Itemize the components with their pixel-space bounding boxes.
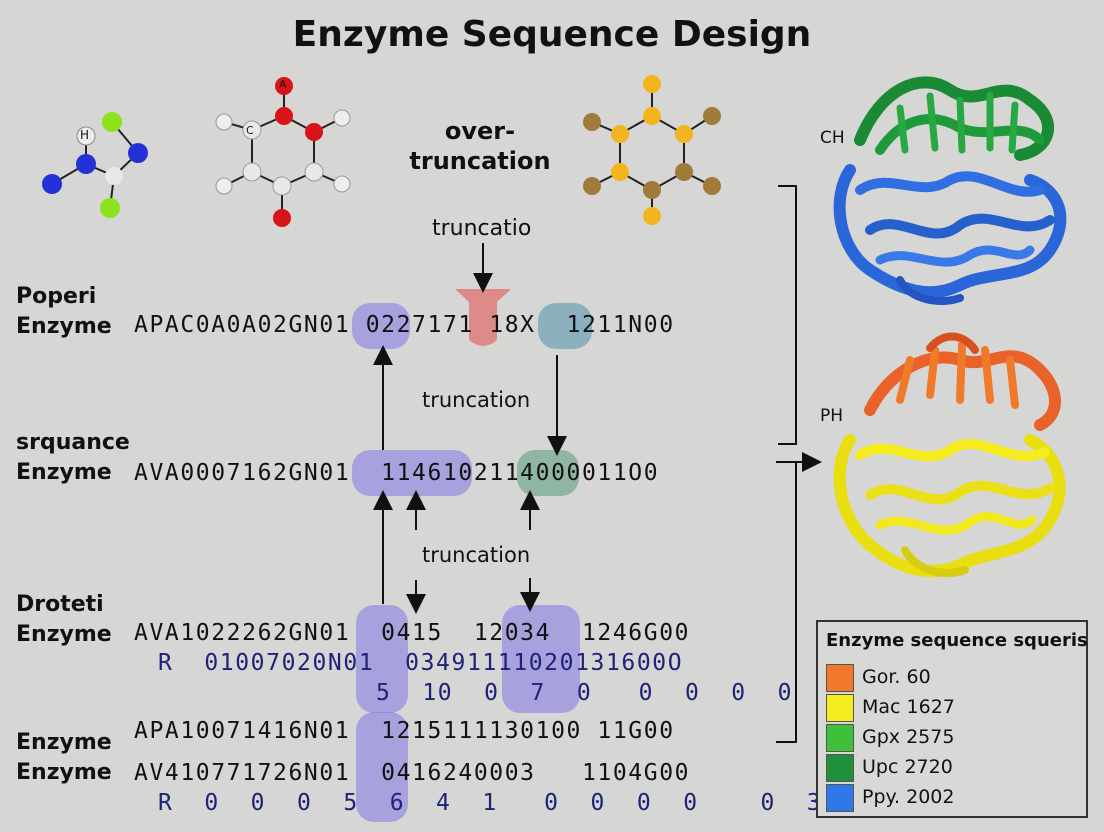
arrow-icon [373, 243, 822, 614]
structure-label-top: CH [820, 128, 845, 148]
protein-structure-icon [833, 76, 1067, 305]
highlight-band [502, 605, 580, 713]
atom-label: A [279, 78, 287, 91]
legend-title: Enzyme sequence squeris [826, 630, 1088, 651]
atom-label: H [80, 128, 90, 142]
row3-sequence: AVA1022262GN01 0415 12034 1246G00 [134, 620, 691, 646]
row2-sequence: AVA0007162GN01 1146102114000011O0 [134, 460, 660, 486]
legend-label: Gor. 60 [862, 666, 931, 688]
row3-subsequence: 5 10 0 7 0 0 0 0 0 [376, 680, 794, 706]
highlight-band [352, 450, 472, 496]
row2-label-line2: Enzyme [16, 460, 112, 485]
row4-label-line1: Enzyme [16, 730, 112, 755]
row4-label-line2: Enzyme [16, 760, 112, 785]
highlight-band [356, 712, 408, 822]
legend-label: Ppy. 2002 [862, 786, 955, 808]
molecule-icon [42, 112, 148, 218]
structure-label-bottom: PH [820, 406, 844, 426]
legend-label: Upc 2720 [862, 756, 953, 778]
row4-sequence: AV410771726N01 0416240003 1104G00 [134, 760, 691, 786]
mid-label-truncation: truncation [422, 388, 531, 412]
highlight-band [356, 605, 408, 713]
row1-label-line2: Enzyme [16, 314, 112, 339]
legend: Enzyme sequence squeris Gor. 60 Mac 1627… [816, 620, 1088, 818]
atom-label: C [246, 124, 254, 137]
page-title: Enzyme Sequence Design [292, 14, 812, 55]
row3-label-line2: Enzyme [16, 622, 112, 647]
protein-structure-icon [833, 332, 1066, 578]
molecule-center-label-line1: over- [444, 117, 516, 145]
legend-swatch [826, 664, 854, 692]
legend-swatch [826, 694, 854, 722]
highlight-band [352, 303, 410, 349]
highlight-band [538, 303, 592, 349]
legend-label: Gpx 2575 [862, 726, 955, 748]
highlight-band [517, 450, 579, 496]
legend-swatch [826, 724, 854, 752]
bracket-icon [776, 185, 797, 743]
truncation-marker-icon [455, 289, 511, 346]
row1-label-line1: Poperi [16, 284, 97, 309]
row4-sequence: APA10071416N01 1215111130100 11G00 [134, 718, 675, 744]
molecule-icon [583, 75, 721, 225]
row3-subsequence: R 01007020N01 03491111020131600O [158, 650, 684, 676]
row4-subsequence: R 0 0 0 5 6 4 1 0 0 0 0 0 3 0 [158, 790, 869, 816]
legend-swatch [826, 754, 854, 782]
row3-label-line1: Droteti [16, 592, 104, 617]
molecule-center-label: over- truncation [380, 116, 580, 176]
molecule-icon [215, 77, 351, 227]
top-annotation: truncatio [432, 216, 532, 241]
legend-swatch [826, 784, 854, 812]
mid-label-truncation: truncation [422, 543, 531, 567]
row2-label-line1: srquance [16, 430, 130, 455]
legend-label: Mac 1627 [862, 696, 955, 718]
row1-sequence: APAC0A0A02GN01 0227171 18X 1211N00 [134, 312, 675, 338]
molecule-center-label-line2: truncation [409, 147, 551, 175]
